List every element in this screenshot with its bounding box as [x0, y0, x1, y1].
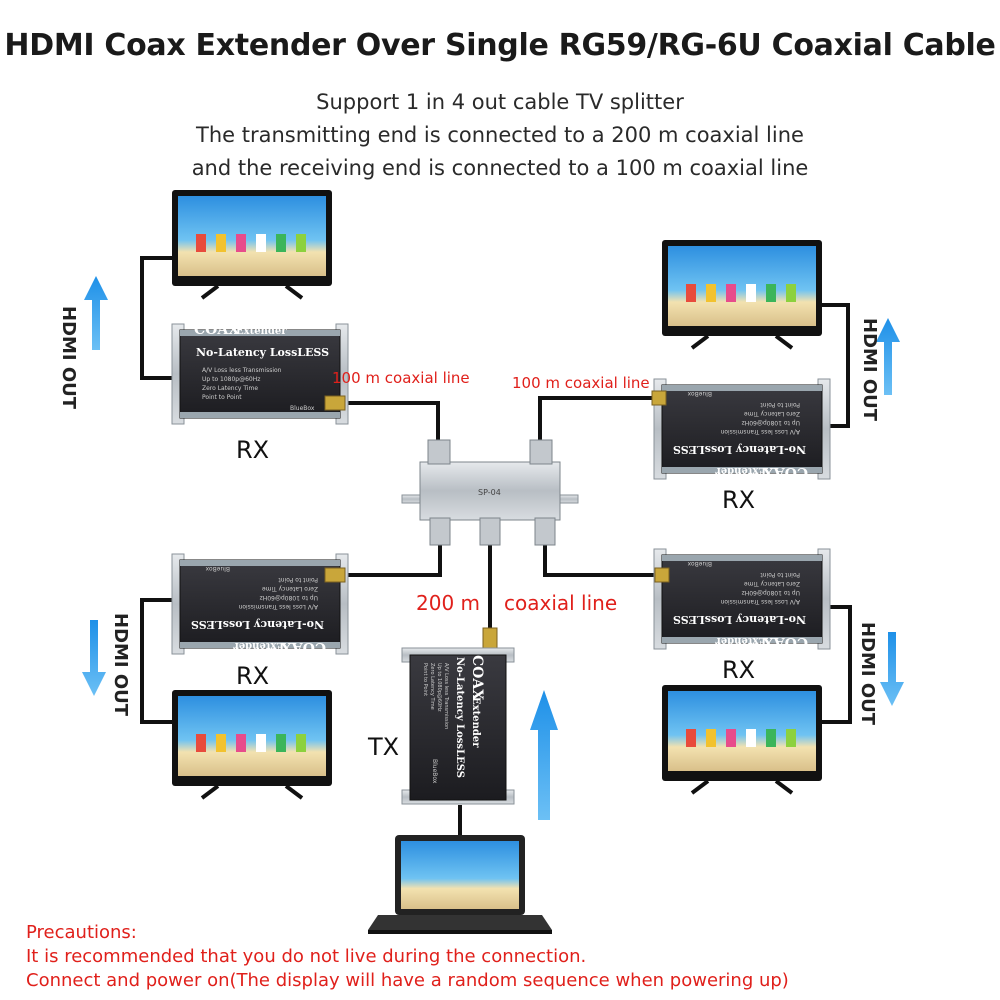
subtitle-line-2: The transmitting end is connected to a 2… — [196, 123, 804, 147]
bullet-text: Zero Latency Time — [429, 663, 435, 710]
maker-text: BlueBox — [290, 405, 315, 412]
tx-label: TX — [368, 733, 400, 761]
tagline-text: No-Latency LossLESS — [196, 346, 329, 359]
brand-text: COAX — [763, 464, 808, 480]
maker-text: BlueBox — [687, 390, 712, 397]
bullet-text: Zero Latency Time — [202, 385, 258, 392]
bullet-text: A/V Loss less Transmission — [238, 603, 318, 610]
brand-suffix-text: Extender — [233, 640, 284, 651]
brand-suffix-text: Extender — [236, 326, 287, 337]
precautions-line-2: Connect and power on(The display will ha… — [26, 970, 789, 991]
brand-text: COAX — [194, 322, 239, 338]
brand-suffix-text: Extender — [470, 697, 481, 748]
bullet-text: A/V Loss less Transmission — [202, 367, 282, 374]
bullet-text: Zero Latency Time — [744, 580, 800, 587]
laptop — [368, 835, 552, 934]
coax-length-200m: 200 m — [416, 591, 481, 615]
rx-unit-top-left — [171, 323, 349, 425]
coax-connectors — [324, 390, 670, 649]
bullet-text: Up to 1080p@60Hz — [436, 663, 442, 712]
arrow-down-icon — [880, 632, 904, 706]
hdmi-out-label-bottom-left: HDMI OUT — [110, 613, 131, 717]
hdmi-out-label-bottom-right: HDMI OUT — [857, 622, 878, 726]
bullet-text: Zero Latency Time — [262, 585, 318, 592]
rx-label-bottom-left: RX — [236, 662, 270, 690]
maker-text: BlueBox — [687, 560, 712, 567]
tv-bottom-right — [660, 683, 824, 795]
brand-text: COAX — [469, 655, 485, 700]
tagline-text: No-Latency LossLESS — [673, 443, 806, 456]
tagline-text: No-Latency LossLESS — [191, 618, 324, 631]
rx-label-top-right: RX — [722, 486, 756, 514]
rx-bottom-left-face: COAX Extender No-Latency LossLESS A/V Lo… — [191, 565, 326, 655]
subtitle-line-1: Support 1 in 4 out cable TV splitter — [316, 90, 684, 114]
tv-top-left — [170, 188, 334, 300]
brand-text: COAX — [763, 634, 808, 650]
hdmi-out-label-top-right: HDMI OUT — [859, 318, 880, 422]
tv-top-right — [660, 238, 824, 350]
bullet-text: Up to 1080p@60Hz — [260, 594, 318, 601]
brand-suffix-text: Extender — [715, 635, 766, 646]
precautions-line-1: It is recommended that you do not live d… — [26, 946, 587, 967]
hdmi-out-label-top-left: HDMI OUT — [58, 306, 79, 410]
rx-top-right-face: COAX Extender No-Latency LossLESS A/V Lo… — [673, 390, 808, 480]
page-title: HDMI Coax Extender Over Single RG59/RG-6… — [4, 28, 996, 63]
tagline-text: No-Latency LossLESS — [454, 657, 465, 778]
coax-label-left: 100 m coaxial line — [332, 369, 470, 387]
arrow-up-icon — [530, 690, 558, 820]
brand-text: COAX — [281, 639, 326, 655]
splitter-model-text: SP-04 — [478, 488, 501, 497]
bullet-text: Point to Point — [760, 401, 800, 408]
bullet-text: A/V Loss less Transmission — [720, 598, 800, 605]
tv-bottom-left — [170, 688, 334, 800]
precautions-heading: Precautions: — [26, 922, 137, 943]
arrow-down-icon — [82, 620, 106, 696]
bullet-text: A/V Loss less Transmission — [443, 663, 449, 729]
subtitle-line-3: and the receiving end is connected to a … — [191, 156, 809, 180]
maker-text: BlueBox — [205, 565, 230, 572]
bullet-text: Point to Point — [422, 663, 428, 696]
rx-top-left-face: COAX Extender No-Latency LossLESS A/V Lo… — [194, 322, 329, 412]
splitter: SP-04 — [401, 439, 579, 546]
bullet-text: Up to 1080p@60Hz — [742, 589, 800, 596]
coax-line-label: coaxial line — [504, 591, 618, 615]
bullet-text: Point to Point — [760, 571, 800, 578]
arrow-up-icon — [876, 318, 900, 395]
rx-label-top-left: RX — [236, 436, 270, 464]
bullet-text: Up to 1080p@60Hz — [742, 419, 800, 426]
bullet-text: Up to 1080p@60Hz — [202, 376, 260, 383]
bullet-text: Point to Point — [202, 394, 242, 401]
tx-unit: COAX Extender No-Latency LossLESS A/V Lo… — [401, 647, 515, 805]
brand-suffix-text: Extender — [715, 465, 766, 476]
cable-group — [140, 256, 852, 835]
maker-text: BlueBox — [431, 759, 438, 784]
tagline-text: No-Latency LossLESS — [673, 613, 806, 626]
signal-arrows — [82, 276, 904, 820]
coax-label-right: 100 m coaxial line — [512, 374, 650, 392]
rx-label-bottom-right: RX — [722, 656, 756, 684]
rx-bottom-right-face: COAX Extender No-Latency LossLESS A/V Lo… — [673, 560, 808, 650]
arrow-up-icon — [84, 276, 108, 350]
bullet-text: A/V Loss less Transmission — [720, 428, 800, 435]
bullet-text: Zero Latency Time — [744, 410, 800, 417]
bullet-text: Point to Point — [278, 576, 318, 583]
